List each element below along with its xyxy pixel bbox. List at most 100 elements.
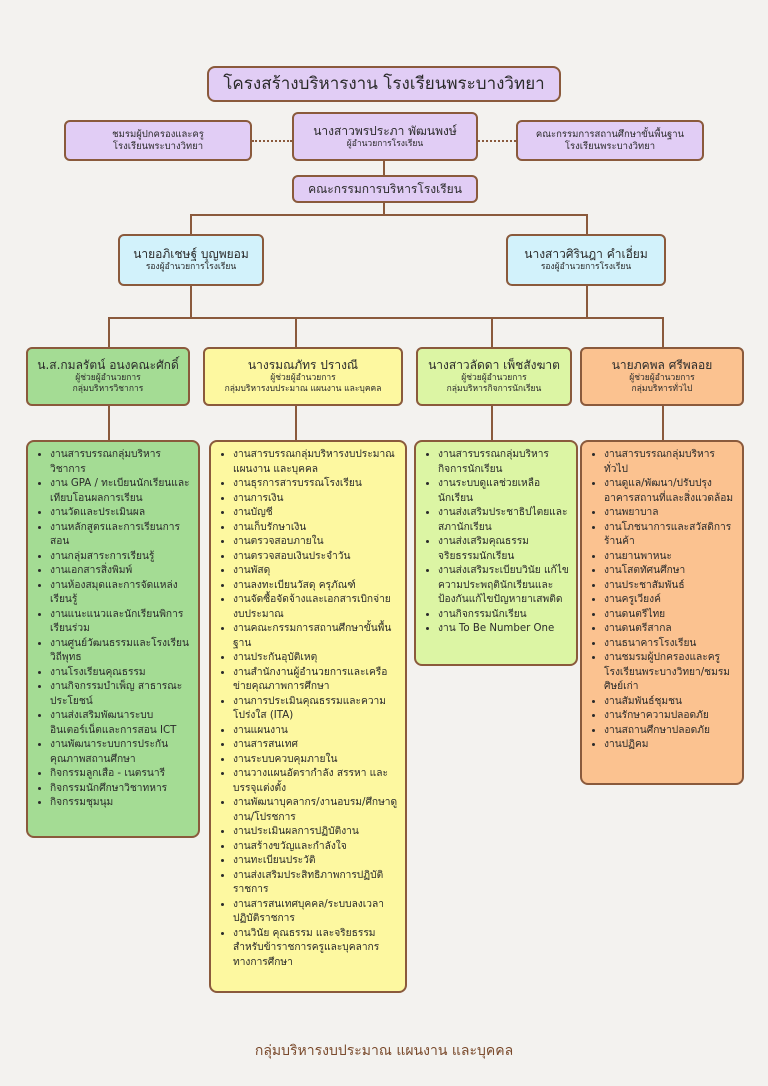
deputy-role: รองผู้อำนวยการโรงเรียน [145,262,237,272]
task-item: งานระบบดูแลช่วยเหลือนักเรียน [438,477,570,506]
task-item: งานสารบรรณกลุ่มบริหารทั่วไป [604,448,736,477]
task-item: งานดูแล/พัฒนา/ปรับปรุงอาคารสถานที่และสิ่… [604,477,736,506]
group-head-role: ผู้ช่วยผู้อำนวยการ [270,373,336,383]
task-item: งานกลุ่มสาระการเรียนรู้ [50,550,192,565]
connector-groups-horizontal [108,317,664,319]
task-item: งานสารสนเทศบุคคล/ระบบลงเวลาปฏิบัติราชการ [233,898,399,927]
task-item: งานกิจกรรมบำเพ็ญ สาธารณะประโยชน์ [50,680,192,709]
task-item: งานเก็บรักษาเงิน [233,521,399,536]
task-item: งานวัดและประเมินผล [50,506,192,521]
task-item: งานทะเบียนประวัติ [233,854,399,869]
task-list-student-affairs: งานสารบรรณกลุ่มบริหารกิจการนักเรียนงานระ… [414,440,578,666]
task-item: งานศูนย์วัฒนธรรมและโรงเรียนวิถีพุทธ [50,637,192,666]
deputy-name: นางสาวศิรินฎา คำเอี่ยม [524,247,648,261]
chart-title: โครงสร้างบริหารงาน โรงเรียนพระบางวิทยา [207,66,561,102]
group-head-name: น.ส.กมลรัตน์ อนงคณะศักดิ์ [37,358,179,372]
connector-group2-up [295,317,297,347]
task-item: งานดนตรีไทย [604,608,736,623]
director-box: นางสาวพรประภา พัฒนพงษ์ ผู้อำนวยการโรงเรี… [292,112,478,161]
task-item: งานสัมพันธ์ชุมชน [604,695,736,710]
parents-club-line1: ชมรมผู้ปกครองและครู [112,128,204,140]
connector-director-committee [383,161,385,175]
connector-deputy1-up [190,214,192,234]
group-head-group: กลุ่มบริหารกิจการนักเรียน [446,384,542,394]
task-item: งานโภชนาการและสวัสดิการร้านค้า [604,521,736,550]
task-item: งานดนตรีสากล [604,622,736,637]
task-item: งานรักษาความปลอดภัย [604,709,736,724]
connector-deputy2-down [586,286,588,318]
task-item: งาน GPA / ทะเบียนนักเรียนและเทียบโอนผลกา… [50,477,192,506]
task-item: งานธุรการสารบรรณโรงเรียน [233,477,399,492]
connector-group4-list [662,406,664,440]
connector-deputy2-up [586,214,588,234]
deputy-box-1: นายอภิเชษฐ์ บุญพยอม รองผู้อำนวยการโรงเรี… [118,234,264,286]
task-list-items: งานสารบรรณกลุ่มบริหารทั่วไปงานดูแล/พัฒนา… [586,448,736,753]
group-head-role: ผู้ช่วยผู้อำนวยการ [75,373,141,383]
group-head-role: ผู้ช่วยผู้อำนวยการ [629,373,695,383]
school-board-box: คณะกรรมการสถานศึกษาขั้นพื้นฐาน โรงเรียนพ… [516,120,704,161]
deputy-box-2: นางสาวศิรินฎา คำเอี่ยม รองผู้อำนวยการโรง… [506,234,666,286]
task-item: งานระบบควบคุมภายใน [233,753,399,768]
task-item: งานพัฒนาระบบการประกันคุณภาพสถานศึกษา [50,738,192,767]
task-item: งานธนาคารโรงเรียน [604,637,736,652]
group-head-name: นางรมณภัทร ปรางณี [247,358,359,372]
task-item: งานพัสดุ [233,564,399,579]
task-item: งานพยาบาล [604,506,736,521]
connector-group3-list [491,406,493,440]
task-list-items: งานสารบรรณกลุ่มบริหารงบประมาณ แผนงาน และ… [215,448,399,970]
deputy-role: รองผู้อำนวยการโรงเรียน [540,262,632,272]
task-item: งานลงทะเบียนวัสดุ ครุภัณฑ์ [233,579,399,594]
group-head-student-affairs: นางสาวลัดดา เพ็ชสังฆาต ผู้ช่วยผู้อำนวยกา… [416,347,572,406]
group-head-group: กลุ่มบริหารทั่วไป [631,384,693,394]
task-list-academic: งานสารบรรณกลุ่มบริหารวิชาการงาน GPA / ทะ… [26,440,200,838]
committee-label: คณะกรรมการบริหารโรงเรียน [308,181,462,196]
school-board-line1: คณะกรรมการสถานศึกษาขั้นพื้นฐาน [535,128,685,140]
task-item: กิจกรรมนักศึกษาวิชาทหาร [50,782,192,797]
task-item: กิจกรรมชุมนุม [50,796,192,811]
footer-caption: กลุ่มบริหารงบประมาณ แผนงาน และบุคคล [254,1043,514,1059]
task-item: งานห้องสมุดและการจัดแหล่งเรียนรู้ [50,579,192,608]
task-item: งานโสตทัศนศึกษา [604,564,736,579]
task-item: กิจกรรมลูกเสือ - เนตรนารี [50,767,192,782]
connector-group2-list [295,406,297,440]
task-item: งานการเงิน [233,492,399,507]
connector-group3-up [491,317,493,347]
task-item: งานพัฒนาบุคลากร/งานอบรม/ศึกษาดูงาน/โปรชก… [233,796,399,825]
task-item: งานประกันอุบัติเหตุ [233,651,399,666]
group-head-budget: นางรมณภัทร ปรางณี ผู้ช่วยผู้อำนวยการ กลุ… [203,347,403,406]
task-item: งานวินัย คุณธรรม และจริยธรรม สำหรับข้ารา… [233,927,399,971]
task-item: งานส่งเสริมประชาธิปไตยและสภานักเรียน [438,506,570,535]
school-board-line2: โรงเรียนพระบางวิทยา [564,140,656,152]
task-item: งานประเมินผลการปฏิบัติงาน [233,825,399,840]
connector-group4-up [662,317,664,347]
task-item: งานสำนักงานผู้อำนวยการและเครือข่ายคุณภาพ… [233,666,399,695]
group-head-role: ผู้ช่วยผู้อำนวยการ [461,373,527,383]
task-item: งานส่งเสริมระเบียบวินัย แก้ไขความประพฤติ… [438,564,570,608]
group-head-group: กลุ่มบริหารงบประมาณ แผนงาน และบุคคล [224,384,382,394]
task-item: งานแนะแนวและนักเรียนพิการเรียนร่วม [50,608,192,637]
task-item: งานส่งเสริมคุณธรรมจริยธรรมนักเรียน [438,535,570,564]
committee-box: คณะกรรมการบริหารโรงเรียน [292,175,478,203]
connector-deputies-horizontal [190,214,588,216]
task-item: งานโรงเรียนคุณธรรม [50,666,192,681]
task-item: งานการประเมินคุณธรรมและความโปร่งใส (ITA) [233,695,399,724]
director-name: นางสาวพรประภา พัฒนพงษ์ [313,123,457,138]
task-item: งานสถานศึกษาปลอดภัย [604,724,736,739]
task-item: งานบัญชี [233,506,399,521]
task-item: งานหลักสูตรและการเรียนการสอน [50,521,192,550]
connector-deputy1-down [190,286,192,318]
task-item: งานจัดซื้อจัดจ้างและเอกสารเบิกจ่ายงบประม… [233,593,399,622]
task-item: งานส่งเสริมพัฒนาระบบอินเตอร์เน็ตและการสอ… [50,709,192,738]
task-list-items: งานสารบรรณกลุ่มบริหารกิจการนักเรียนงานระ… [420,448,570,637]
task-item: งานสารสนเทศ [233,738,399,753]
connector-group1-up [108,317,110,347]
task-item: งานตรวจสอบภายใน [233,535,399,550]
task-item: งานชมรมผู้ปกครองและครูโรงเรียนพระบางวิทย… [604,651,736,695]
task-item: งานครูเวียงค์ [604,593,736,608]
task-item: งาน To Be Number One [438,622,570,637]
task-item: งานสารบรรณกลุ่มบริหารวิชาการ [50,448,192,477]
task-item: งานกิจกรรมนักเรียน [438,608,570,623]
group-head-name: นางสาวลัดดา เพ็ชสังฆาต [428,358,560,372]
director-role: ผู้อำนวยการโรงเรียน [346,138,424,149]
group-head-general: นายภคพล ศรีพลอย ผู้ช่วยผู้อำนวยการ กลุ่ม… [580,347,744,406]
